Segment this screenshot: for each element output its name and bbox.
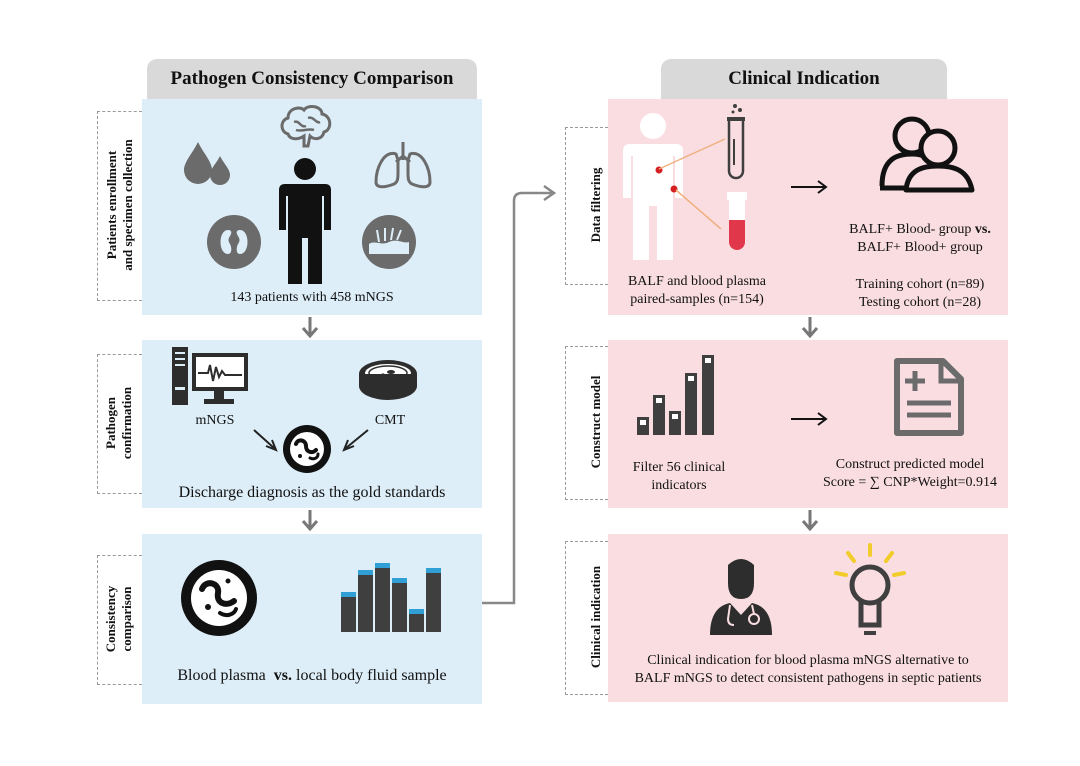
connector-arrow [482,184,557,605]
pathogen-large-icon [181,560,257,636]
lightbulb-icon [834,543,906,635]
petri-dish-icon [359,360,417,400]
cmt-label: CMT [374,413,406,428]
side-label-confirmation: Pathogen confirmation [103,386,134,460]
doctor-icon [710,559,772,635]
side-bracket-filtering [565,127,608,285]
cohort-text: Training cohort (n=89) Testing cohort (n… [855,277,985,310]
side-label-consistency: Consistency comparison [103,585,134,653]
kidney-icon [207,215,261,269]
sample-lines [658,138,726,230]
arrow-down-left-2 [301,510,319,532]
patient-person-icon [279,158,331,284]
side-bracket-model [565,346,608,500]
consistency-caption: Blood plasma vs. local body fluid sample [177,667,447,684]
side-bracket-clinical [565,541,608,695]
right-header: Clinical Indication [661,59,947,99]
filter-indicators-caption: Filter 56 clinical indicators [632,460,726,493]
comparison-bar-chart-icon [341,563,441,632]
arrow-right-2 [791,412,828,426]
mngs-label: mNGS [195,413,235,428]
arrow-right-1 [791,180,828,194]
lungs-icon [374,142,432,189]
confirmation-caption: Discharge diagnosis as the gold standard… [178,484,446,501]
group-comparison-text: BALF+ Blood- group vs. BALF+ Blood+ grou… [849,222,991,255]
arrow-down-left-1 [301,317,319,339]
side-label-filtering: Data filtering [588,167,603,243]
clinical-indication-panel [608,534,1008,702]
sequencer-icon [172,347,248,405]
balf-tube-icon [727,104,745,180]
clinical-indication-caption: Clinical indication for blood plasma mNG… [634,653,982,686]
patient-group-icon [879,116,975,193]
paired-samples-caption: BALF and blood plasma paired-samples (n=… [627,274,767,307]
side-label-clinical: Clinical indication [588,565,603,669]
brain-icon [280,105,332,148]
blood-drops-icon [184,142,230,185]
enrollment-caption: 143 patients with 458 mNGS [230,290,394,305]
side-label-model: Construct model [588,375,603,469]
arrow-down-right-2 [801,510,819,532]
pathogen-icon [283,425,331,473]
side-bracket-consistency [97,555,142,685]
skin-icon [362,215,416,269]
side-bracket-confirmation [97,354,142,494]
blood-plasma-tube-icon [727,192,747,250]
document-icon [894,358,964,436]
patient-body-icon [623,113,683,260]
side-bracket-enrollment [97,111,142,301]
model-text: Construct predicted model Score = ∑ CNP*… [823,457,997,490]
indicator-bar-chart-icon [637,355,714,435]
side-label-enrollment: Patients enrollment and specimen collect… [104,139,135,271]
converge-arrows [253,429,369,452]
left-header: Pathogen Consistency Comparison [147,59,477,99]
arrow-down-right-1 [801,317,819,339]
